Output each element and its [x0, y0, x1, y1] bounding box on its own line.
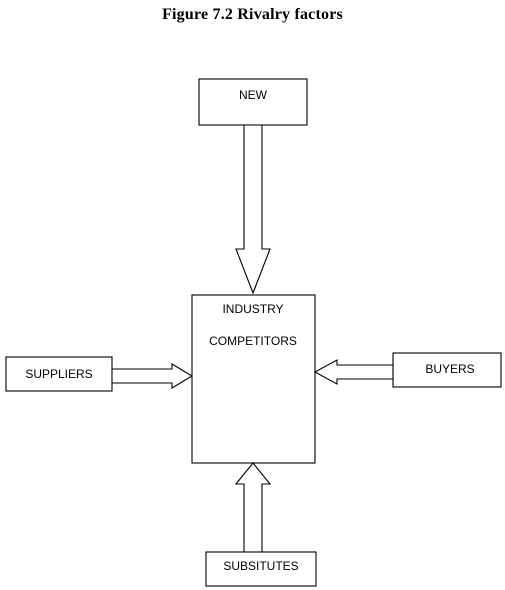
substitutes-label: SUBSITUTES	[223, 559, 298, 573]
industry-label: INDUSTRY	[222, 302, 283, 316]
new-entrants-label: NEW	[239, 88, 268, 102]
suppliers-arrow	[111, 363, 194, 389]
suppliers-label: SUPPLIERS	[25, 367, 92, 381]
figure-title: Figure 7.2 Rivalry factors	[162, 6, 343, 23]
industry-competitors-node: INDUSTRY COMPETITORS	[191, 294, 316, 464]
buyers-node: BUYERS	[392, 352, 502, 388]
new-entrants-arrow	[235, 124, 271, 295]
substitutes-node: SUBSITUTES	[205, 551, 317, 587]
suppliers-node: SUPPLIERS	[5, 356, 113, 392]
buyers-arrow	[313, 359, 394, 385]
buyers-label: BUYERS	[425, 362, 474, 376]
competitors-label: COMPETITORS	[209, 334, 297, 348]
new-entrants-node: NEW	[198, 78, 308, 126]
substitutes-arrow	[234, 462, 272, 553]
